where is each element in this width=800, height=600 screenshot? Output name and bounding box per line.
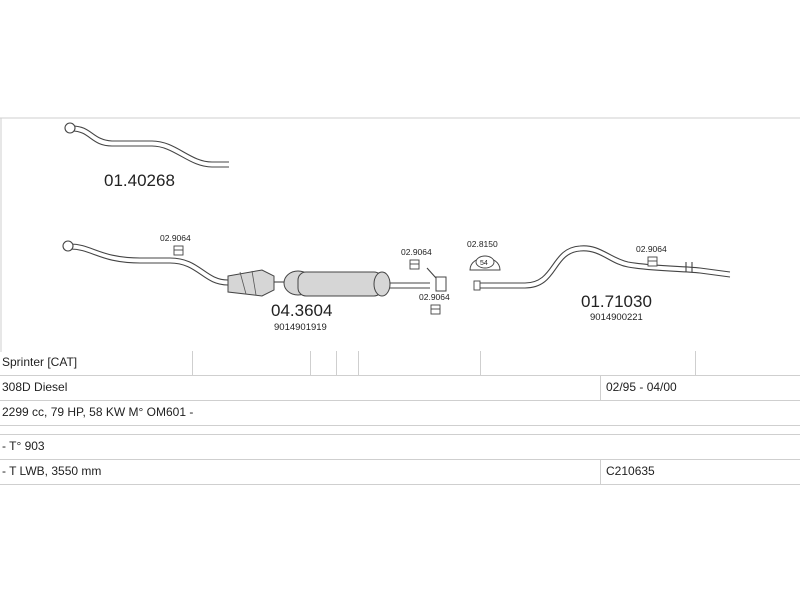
info-row-spacer <box>0 426 800 435</box>
clamp-3-number: 02.9064 <box>419 292 450 302</box>
clamp-4[interactable]: 02.9064 <box>636 244 667 267</box>
vehicle-code: C210635 <box>606 464 655 478</box>
vehicle-model: Sprinter [CAT] <box>2 355 78 369</box>
info-row-type: - T° 903 <box>0 435 800 460</box>
middle-silencer-number: 04.3604 <box>271 301 332 320</box>
front-pipe-assembled-flange <box>62 240 74 252</box>
front-pipe-part[interactable]: 01.40268 <box>64 122 229 190</box>
middle-silencer-part[interactable]: 04.3604 9014901919 <box>227 269 430 333</box>
info-row-spec: 2299 cc, 79 HP, 58 KW M° OM601 - <box>0 401 800 426</box>
mount-badge: 54 <box>480 260 488 267</box>
front-pipe-flange <box>64 122 76 134</box>
front-pipe-assembled[interactable] <box>62 240 229 286</box>
clamp-4-number: 02.9064 <box>636 244 667 254</box>
rear-pipe-part[interactable]: 01.71030 9014900221 <box>473 245 731 323</box>
info-row-wheelbase: - T LWB, 3550 mm C210635 <box>0 460 800 485</box>
vehicle-engine: 308D Diesel <box>2 380 68 394</box>
rubber-mount-part[interactable]: 02.8150 54 <box>467 239 501 271</box>
vehicle-info-table: Sprinter [CAT] 308D Diesel 02/95 - 04/00… <box>0 351 800 485</box>
vehicle-years: 02/95 - 04/00 <box>606 380 677 394</box>
mount-number: 02.8150 <box>467 239 498 249</box>
clamp-2[interactable]: 02.9064 <box>401 247 437 279</box>
vehicle-wheelbase: - T LWB, 3550 mm <box>2 464 102 478</box>
info-row-model: Sprinter [CAT] <box>0 351 800 376</box>
info-row-engine: 308D Diesel 02/95 - 04/00 <box>0 376 800 401</box>
clamp-3[interactable]: 02.9064 <box>419 292 450 315</box>
clamp-1-number: 02.9064 <box>160 233 191 243</box>
pipe-connector <box>435 276 447 292</box>
rear-pipe-number: 01.71030 <box>581 292 652 311</box>
clamp-1[interactable]: 02.9064 <box>160 233 191 256</box>
middle-silencer-oe-number: 9014901919 <box>274 322 327 333</box>
clamp-2-number: 02.9064 <box>401 247 432 257</box>
rear-pipe-oe-number: 9014900221 <box>590 312 643 323</box>
vehicle-type: - T° 903 <box>2 439 45 453</box>
vehicle-spec: 2299 cc, 79 HP, 58 KW M° OM601 - <box>2 405 194 419</box>
front-pipe-number: 01.40268 <box>104 171 175 190</box>
